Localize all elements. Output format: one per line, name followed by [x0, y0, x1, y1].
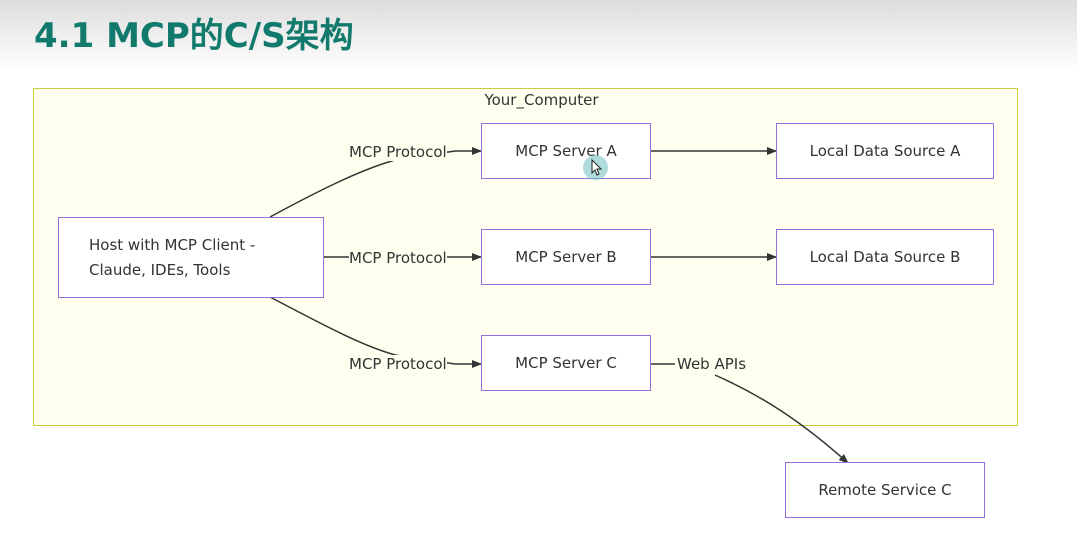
subgraph-label: Your_Computer — [484, 91, 599, 109]
node-remote-service-c[interactable]: Remote Service C — [785, 462, 985, 518]
slide-title: 4.1 MCP的C/S架构 — [34, 16, 354, 56]
node-host-line1: Host with MCP Client - — [89, 235, 256, 254]
edge-label-host-to-a: MCP Protocol — [349, 143, 447, 161]
node-mcp-server-c[interactable]: MCP Server C — [481, 335, 651, 391]
node-mcp-server-b[interactable]: MCP Server B — [481, 229, 651, 285]
node-host-mcp-client[interactable]: Host with MCP Client - Claude, IDEs, Too… — [58, 217, 324, 298]
node-local-data-source-b[interactable]: Local Data Source B — [776, 229, 994, 285]
move-cursor-icon — [591, 158, 603, 176]
edge-host-to-server-c — [269, 296, 482, 368]
node-mcp-server-a[interactable]: MCP Server A — [481, 123, 651, 179]
edge-label-host-to-b: MCP Protocol — [349, 249, 447, 267]
node-host-line2: Claude, IDEs, Tools — [89, 260, 231, 279]
edge-label-host-to-c: MCP Protocol — [349, 355, 447, 373]
node-local-data-source-a[interactable]: Local Data Source A — [776, 123, 994, 179]
title-band — [0, 0, 1077, 72]
edge-label-c-to-remote: Web APIs — [677, 355, 747, 373]
edge-server-c-to-remote-c — [650, 363, 848, 463]
